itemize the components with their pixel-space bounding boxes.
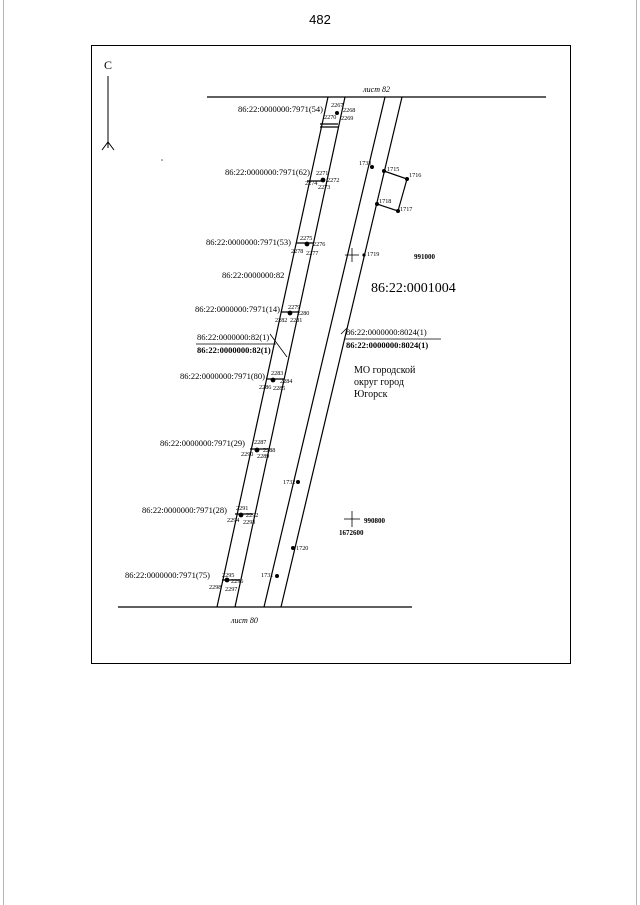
svg-text:86:22:0000000:8024(1): 86:22:0000000:8024(1) — [346, 340, 428, 350]
parcel-contour-right — [376, 170, 408, 212]
svg-text:2276: 2276 — [313, 241, 325, 248]
svg-text:1733: 1733 — [359, 160, 371, 167]
grid-cross-lower — [344, 511, 360, 527]
boundary-point-markers — [224, 111, 409, 583]
parcel-label: 86:22:0000000:7971(14) — [195, 304, 280, 314]
parcel-label: 86:22:0000000:7971(54) — [238, 104, 323, 114]
svg-text:2294: 2294 — [227, 517, 239, 524]
svg-text:2267: 2267 — [331, 102, 343, 109]
svg-text:2286: 2286 — [259, 384, 271, 391]
quarter-number: 86:22:0001004 — [371, 281, 456, 296]
parcel-label: 86:22:0000000:7971(62) — [225, 167, 310, 177]
svg-text:2282: 2282 — [275, 317, 287, 324]
sheet-label-bottom: лист 80 — [230, 616, 258, 625]
parcel-number-labels: 86:22:0000000:7971(54) 86:22:0000000:797… — [125, 104, 323, 580]
svg-text:1717: 1717 — [400, 206, 412, 213]
svg-text:1732: 1732 — [283, 479, 295, 486]
svg-text:2297: 2297 — [225, 586, 237, 593]
page-number: 482 — [309, 12, 331, 27]
svg-text:1719: 1719 — [367, 251, 379, 258]
grid-label-x-upper: 991000 — [414, 253, 436, 261]
svg-text:86:22:0000000:82(1): 86:22:0000000:82(1) — [197, 332, 269, 342]
svg-text:2292: 2292 — [246, 512, 258, 519]
svg-text:2278: 2278 — [291, 248, 303, 255]
svg-text:2296: 2296 — [231, 578, 243, 585]
parcel-label: 86:22:0000000:82 — [222, 270, 284, 280]
scan-right-edge — [636, 0, 637, 905]
sheet-label-top: лист 82 — [362, 85, 390, 94]
svg-text:2269: 2269 — [341, 115, 353, 122]
svg-text:1715: 1715 — [387, 166, 399, 173]
svg-text:2295: 2295 — [222, 572, 234, 579]
svg-text:1731: 1731 — [261, 572, 273, 579]
svg-text:2293: 2293 — [243, 519, 255, 526]
parcel-label: 86:22:0000000:7971(29) — [160, 438, 245, 448]
parcel-strip-lines — [216, 96, 403, 608]
svg-text:2288: 2288 — [263, 447, 275, 454]
svg-text:2272: 2272 — [327, 177, 339, 184]
callout-82: 86:22:0000000:82(1) 86:22:0000000:82(1) — [196, 332, 276, 355]
grid-label-x-lower: 990800 — [364, 517, 386, 525]
scan-left-edge — [3, 0, 4, 905]
leader-line-82 — [269, 333, 288, 358]
scan-speck — [161, 159, 163, 161]
svg-text:2281: 2281 — [290, 317, 302, 324]
municipality-label: МО городской округ город Югорск — [354, 365, 416, 400]
svg-text:2280: 2280 — [297, 310, 309, 317]
svg-text:2271: 2271 — [316, 170, 328, 177]
svg-text:Югорск: Югорск — [354, 389, 388, 400]
svg-text:2268: 2268 — [343, 107, 355, 114]
svg-text:2289: 2289 — [257, 453, 269, 460]
boundary-point-labels: 1733 1715 1716 1718 1717 1719 1732 1720 … — [261, 160, 421, 579]
callout-8024: 86:22:0000000:8024(1) 86:22:0000000:8024… — [345, 327, 441, 350]
svg-text:МО городской: МО городской — [354, 365, 416, 376]
svg-text:2275: 2275 — [300, 235, 312, 242]
svg-text:2298: 2298 — [209, 584, 221, 591]
svg-text:2270: 2270 — [324, 114, 336, 121]
svg-text:2277: 2277 — [306, 250, 318, 257]
svg-text:86:22:0000000:8024(1): 86:22:0000000:8024(1) — [346, 327, 427, 337]
svg-text:2290: 2290 — [241, 451, 253, 458]
svg-text:2285: 2285 — [273, 385, 285, 392]
svg-text:86:22:0000000:82(1): 86:22:0000000:82(1) — [197, 345, 271, 355]
north-arrow-icon — [101, 76, 115, 151]
svg-text:1720: 1720 — [296, 545, 308, 552]
north-label: С — [104, 58, 112, 72]
map-frame — [91, 45, 571, 664]
grid-cross-upper — [345, 248, 359, 262]
parcel-label: 86:22:0000000:7971(28) — [142, 505, 227, 515]
svg-text:2279: 2279 — [288, 304, 300, 311]
svg-text:1718: 1718 — [379, 198, 391, 205]
svg-text:2273: 2273 — [318, 184, 330, 191]
grid-label-y-lower: 1672600 — [339, 529, 364, 537]
svg-text:2283: 2283 — [271, 370, 283, 377]
svg-text:2291: 2291 — [236, 505, 248, 512]
svg-text:округ город: округ город — [354, 377, 404, 388]
parcel-point-labels: 2267 2268 2270 2269 2271 2274 2272 2273 … — [209, 102, 355, 593]
svg-text:2287: 2287 — [254, 439, 266, 446]
svg-text:2274: 2274 — [305, 180, 317, 187]
leader-line-8024 — [340, 327, 348, 335]
parcel-label: 86:22:0000000:7971(80) — [180, 371, 265, 381]
parcel-label: 86:22:0000000:7971(75) — [125, 570, 210, 580]
parcel-label: 86:22:0000000:7971(53) — [206, 237, 291, 247]
svg-text:1716: 1716 — [409, 172, 421, 179]
svg-text:2284: 2284 — [280, 378, 292, 385]
